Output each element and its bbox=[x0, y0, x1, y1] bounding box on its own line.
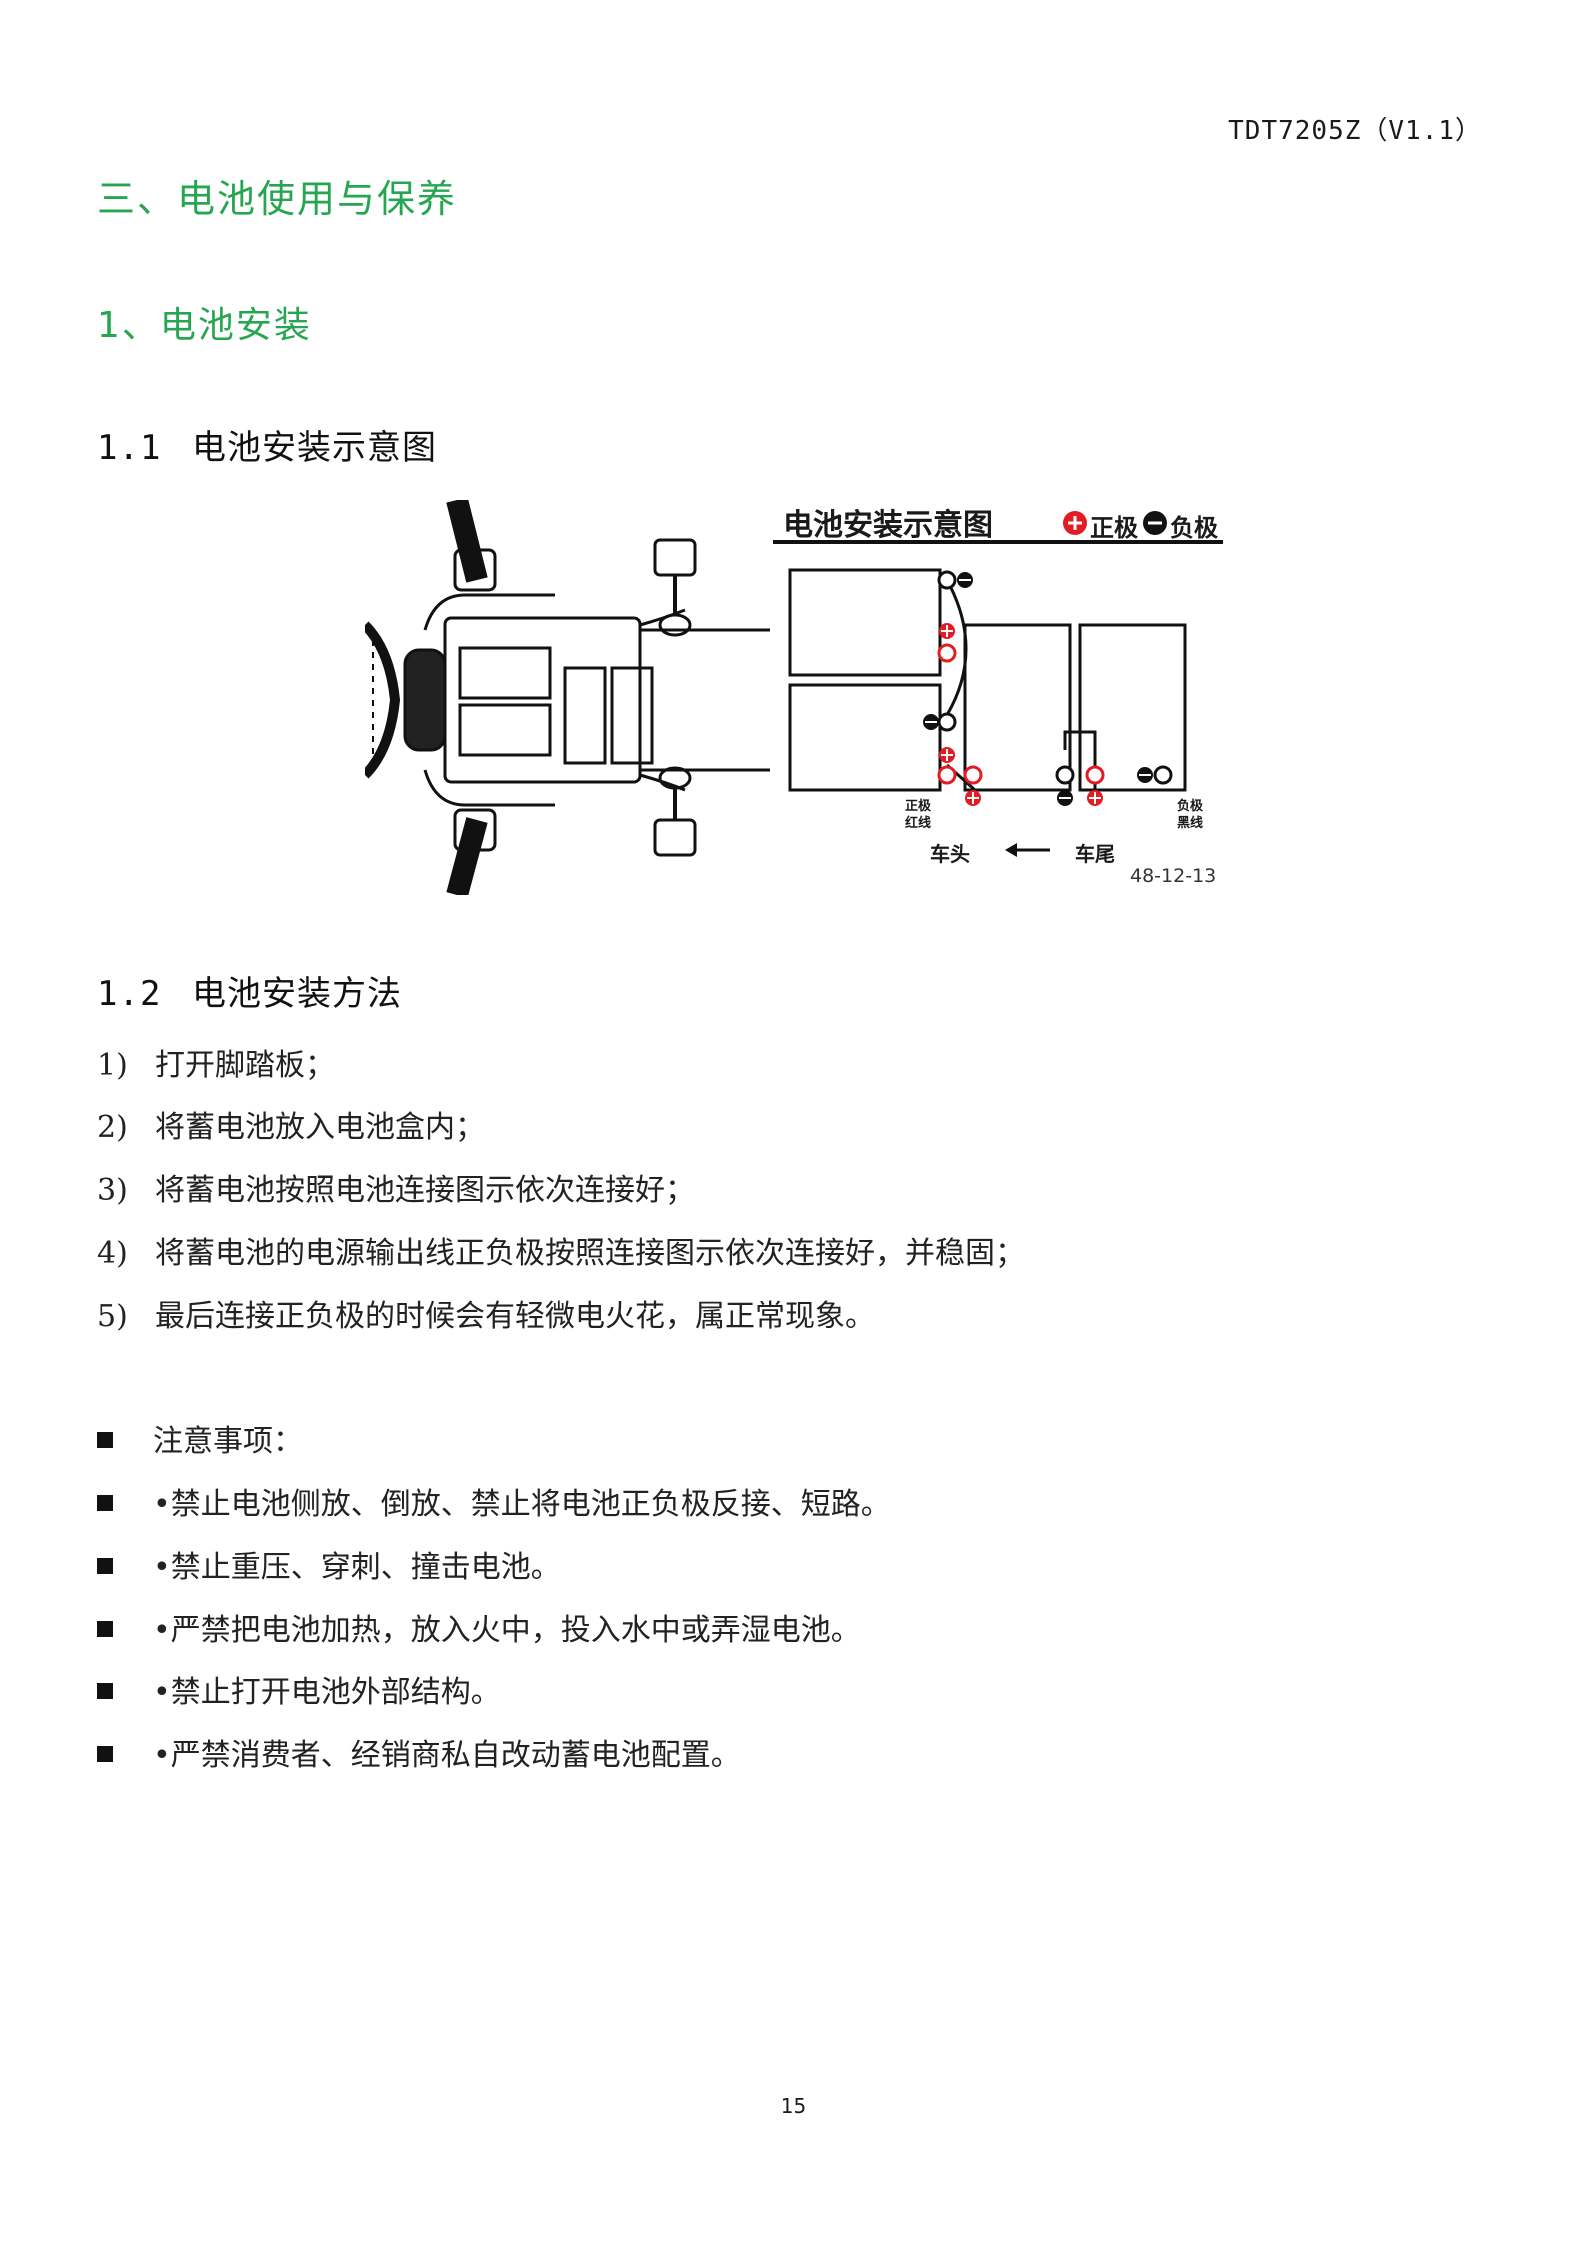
heading-1-2-number: 1.2 bbox=[97, 974, 162, 1014]
step-number: 2) bbox=[97, 1110, 128, 1145]
step-number: 4) bbox=[97, 1236, 128, 1271]
step-number: 1) bbox=[97, 1048, 128, 1083]
step-item: 2) 将蓄电池放入电池盒内； bbox=[97, 1102, 485, 1146]
battery-installation-figure: 电池安装示意图 正极 负极 正极 红线 负极 黑线 车头 车尾 48-12-13 bbox=[361, 497, 1235, 898]
figure-code: 48-12-13 bbox=[1130, 865, 1217, 887]
note-text: •严禁消费者、经销商私自改动蓄电池配置。 bbox=[153, 1738, 741, 1773]
heading-1-2-title: 电池安装方法 bbox=[192, 974, 402, 1014]
step-text: 将蓄电池放入电池盒内； bbox=[155, 1110, 485, 1145]
document-code: TDT7205Z（V1.1） bbox=[1228, 116, 1482, 146]
note-text: •禁止重压、穿刺、撞击电池。 bbox=[153, 1550, 561, 1585]
step-number: 3) bbox=[97, 1173, 128, 1208]
positive-legend-label: 正极 bbox=[1090, 514, 1138, 542]
step-item: 1) 打开脚踏板； bbox=[97, 1040, 335, 1084]
negative-legend-label: 负极 bbox=[1170, 514, 1218, 542]
negative-wire-label-line1: 负极 bbox=[1177, 799, 1204, 814]
front-label: 车头 bbox=[930, 842, 970, 866]
heading-1-1-number: 1.1 bbox=[97, 428, 162, 468]
heading-1-1-title: 电池安装示意图 bbox=[192, 428, 437, 468]
note-text: 注意事项： bbox=[153, 1424, 303, 1459]
subsection-title: 1、电池安装 bbox=[97, 305, 312, 346]
square-bullet-icon bbox=[97, 1495, 113, 1511]
note-text: •禁止电池侧放、倒放、禁止将电池正负极反接、短路。 bbox=[153, 1487, 891, 1522]
note-item: •禁止电池侧放、倒放、禁止将电池正负极反接、短路。 bbox=[97, 1479, 891, 1523]
step-text: 将蓄电池的电源输出线正负极按照连接图示依次连接好，并稳固； bbox=[155, 1236, 1025, 1271]
positive-wire-label-line2: 红线 bbox=[905, 816, 932, 831]
section-title: 三、电池使用与保养 bbox=[97, 177, 458, 221]
note-item: •禁止重压、穿刺、撞击电池。 bbox=[97, 1542, 561, 1586]
figure-title: 电池安装示意图 bbox=[783, 508, 993, 543]
heading-1-2: 1.2 电池安装方法 bbox=[97, 966, 402, 1015]
note-item: •禁止打开电池外部结构。 bbox=[97, 1667, 501, 1711]
positive-wire-label: 正极 红线 bbox=[905, 798, 931, 832]
square-bullet-icon bbox=[97, 1621, 113, 1637]
rear-label: 车尾 bbox=[1075, 842, 1115, 866]
square-bullet-icon bbox=[97, 1558, 113, 1574]
heading-1-1: 1.1 电池安装示意图 bbox=[97, 420, 437, 469]
step-text: 将蓄电池按照电池连接图示依次连接好； bbox=[155, 1173, 695, 1208]
step-item: 5) 最后连接正负极的时候会有轻微电火花，属正常现象。 bbox=[97, 1291, 875, 1335]
step-number: 5) bbox=[97, 1299, 128, 1334]
step-text: 打开脚踏板； bbox=[155, 1048, 335, 1083]
note-item: •严禁把电池加热，放入火中，投入水中或弄湿电池。 bbox=[97, 1605, 861, 1649]
square-bullet-icon bbox=[97, 1683, 113, 1699]
note-text: •禁止打开电池外部结构。 bbox=[153, 1675, 501, 1710]
negative-wire-label-line2: 黑线 bbox=[1177, 816, 1204, 831]
note-text: •严禁把电池加热，放入火中，投入水中或弄湿电池。 bbox=[153, 1613, 861, 1648]
square-bullet-icon bbox=[97, 1432, 113, 1448]
scooter-top-view bbox=[361, 497, 770, 898]
negative-wire-label: 负极 黑线 bbox=[1177, 798, 1203, 832]
square-bullet-icon bbox=[97, 1746, 113, 1762]
note-item: 注意事项： bbox=[97, 1416, 303, 1460]
wiring-diagram bbox=[773, 511, 1223, 857]
step-item: 4) 将蓄电池的电源输出线正负极按照连接图示依次连接好，并稳固； bbox=[97, 1228, 1025, 1272]
page-number: 15 bbox=[780, 2094, 807, 2118]
battery-diagram bbox=[361, 497, 1223, 898]
positive-wire-label-line1: 正极 bbox=[905, 799, 932, 814]
step-item: 3) 将蓄电池按照电池连接图示依次连接好； bbox=[97, 1165, 695, 1209]
note-item: •严禁消费者、经销商私自改动蓄电池配置。 bbox=[97, 1730, 741, 1774]
step-text: 最后连接正负极的时候会有轻微电火花，属正常现象。 bbox=[155, 1299, 875, 1334]
